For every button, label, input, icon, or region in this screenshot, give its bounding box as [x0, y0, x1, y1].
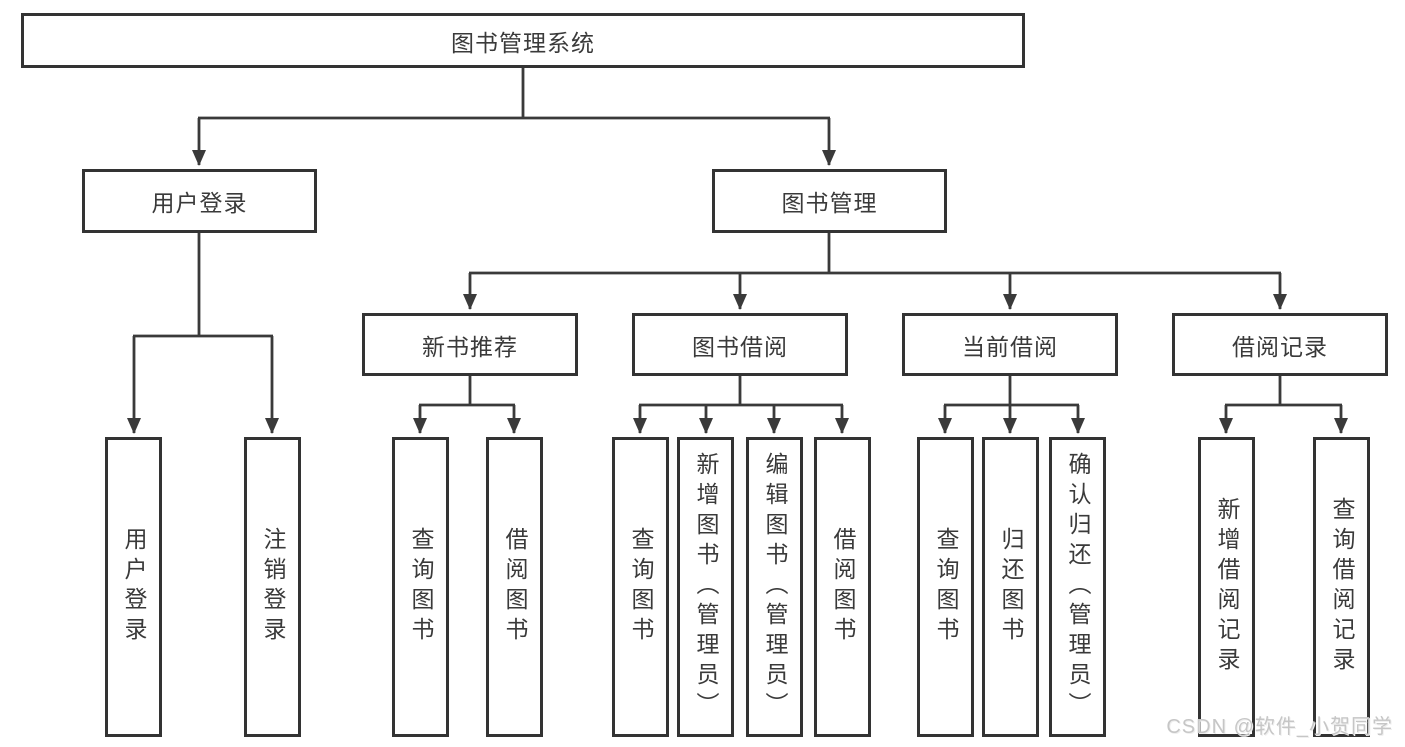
- csdn-watermark: CSDN @软件_小贺同学: [1166, 716, 1393, 738]
- leaf-query-book-recommend: 查询图书: [392, 437, 449, 737]
- leaf-confirm-return-admin: 确认归还（管理员）: [1049, 437, 1106, 737]
- leaf-edit-book-admin: 编辑图书（管理员）: [746, 437, 803, 737]
- leaf-borrow-book-recommend: 借阅图书: [486, 437, 543, 737]
- leaf-add-borrow-record: 新增借阅记录: [1198, 437, 1255, 737]
- leaf-query-borrow-record: 查询借阅记录: [1313, 437, 1370, 737]
- leaf-borrow-book: 借阅图书: [814, 437, 871, 737]
- node-book-borrowing: 图书借阅: [632, 313, 848, 376]
- node-new-book-recommend: 新书推荐: [362, 313, 578, 376]
- node-library-system: 图书管理系统: [21, 13, 1025, 68]
- node-user-login: 用户登录: [82, 169, 317, 233]
- leaf-query-book-current: 查询图书: [917, 437, 974, 737]
- node-borrowing-records: 借阅记录: [1172, 313, 1388, 376]
- node-book-management: 图书管理: [712, 169, 947, 233]
- leaf-user-login: 用户登录: [105, 437, 162, 737]
- leaf-return-book: 归还图书: [982, 437, 1039, 737]
- leaf-query-book-borrowing: 查询图书: [612, 437, 669, 737]
- leaf-logout: 注销登录: [244, 437, 301, 737]
- node-current-borrowing: 当前借阅: [902, 313, 1118, 376]
- leaf-add-book-admin: 新增图书（管理员）: [677, 437, 734, 737]
